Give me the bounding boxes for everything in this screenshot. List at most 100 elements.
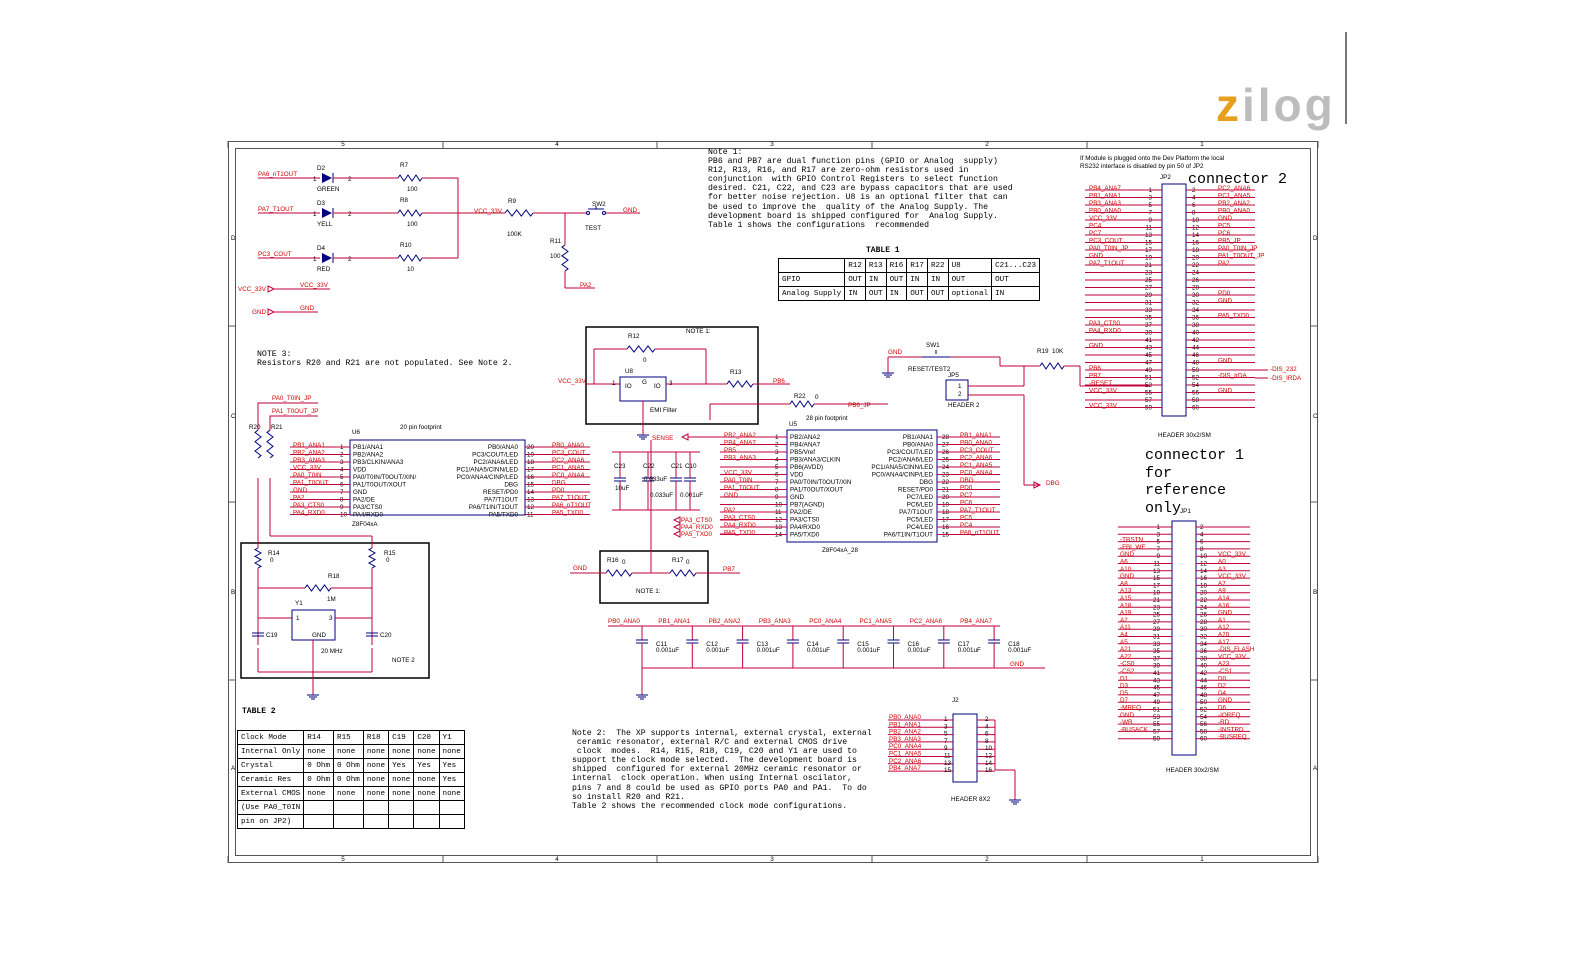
pin-number: 10 bbox=[985, 745, 993, 752]
table-1-header-cell: R17 bbox=[906, 258, 928, 273]
footprint-label: 20 pin footprint bbox=[400, 424, 442, 431]
table-2-cell: Yes bbox=[438, 758, 465, 773]
net-label: -RESET bbox=[1089, 380, 1112, 387]
net-label: PB3_ANA3 bbox=[759, 618, 791, 625]
table-2-cell: none bbox=[362, 772, 390, 787]
net-label: PA2 bbox=[724, 507, 736, 514]
net-label: PC3_COUT bbox=[552, 450, 586, 457]
resistor bbox=[253, 547, 263, 569]
net-label: GND bbox=[1218, 298, 1232, 305]
part-ref: U8 bbox=[625, 368, 634, 375]
pin-number: 3 bbox=[329, 615, 333, 622]
pin-number: 15 bbox=[944, 767, 952, 774]
net-label: PA7_T1OUT bbox=[1089, 260, 1125, 267]
part-ref: C14 bbox=[807, 641, 819, 648]
net-label: PB0_ANA0 bbox=[608, 618, 640, 625]
table-2-cell: Yes bbox=[438, 772, 465, 787]
part-ref: R12 bbox=[628, 333, 640, 340]
table-1-cell: IN bbox=[864, 272, 887, 287]
table-2-cell: none bbox=[362, 744, 390, 759]
part-ref: C22 bbox=[643, 463, 655, 470]
header-j2 bbox=[952, 713, 978, 783]
pin-label: PC1/ANA5/CINN/LED bbox=[871, 464, 933, 471]
part-value: RED bbox=[317, 266, 331, 273]
net-label: PC3_COUT bbox=[258, 251, 292, 258]
net-label: PB7 bbox=[1089, 373, 1101, 380]
net-label: D3 bbox=[1120, 683, 1129, 690]
net-label: PC2_ANA6 bbox=[889, 758, 922, 765]
border-mark: C bbox=[231, 413, 236, 420]
pin-label: PB1/ANA1 bbox=[903, 434, 934, 441]
net-label: -INSTRD bbox=[1218, 726, 1244, 733]
part-ref: C10 bbox=[685, 463, 697, 470]
net-label: PC0_ANA4 bbox=[552, 472, 585, 479]
net-label: PC1_ANA5 bbox=[960, 462, 993, 469]
part-value: 0 bbox=[270, 557, 274, 564]
pin-label: PC3/COUT/LED bbox=[472, 452, 518, 459]
table-2-cell: none bbox=[362, 786, 390, 801]
part-ref: R17 bbox=[672, 557, 684, 564]
net-label: PB3_ANA3 bbox=[889, 736, 921, 743]
net-label: PB3_ANA3 bbox=[724, 455, 756, 462]
arrow-icon bbox=[680, 433, 689, 441]
pin-number: 11 bbox=[944, 753, 951, 760]
net-label: A20 bbox=[1218, 632, 1230, 639]
arrow-icon bbox=[267, 308, 276, 316]
resistor bbox=[726, 380, 754, 388]
pin-number: 4 bbox=[985, 723, 989, 730]
net-label: PB2_ANA2 bbox=[709, 618, 741, 625]
table-2-cell bbox=[388, 814, 415, 829]
net-label: A18 bbox=[1120, 602, 1132, 609]
part-value: 100 bbox=[407, 221, 418, 228]
net-label: PB4_ANA7 bbox=[889, 765, 921, 772]
part-value: Z8F04xA_28 bbox=[822, 547, 859, 554]
resistor bbox=[397, 209, 423, 217]
table-2-cell: Yes bbox=[388, 758, 415, 773]
net-label: GND bbox=[888, 349, 902, 356]
connector-1-label: connector 1 for reference only bbox=[1145, 447, 1245, 517]
pin-label: RESET/PD0 bbox=[483, 489, 518, 496]
resistor bbox=[397, 254, 423, 262]
pin-label: PB4/ANA7 bbox=[790, 442, 821, 449]
net-label: -BUSACK bbox=[1120, 726, 1149, 733]
table-2-row: (Use PA0_T0IN bbox=[236, 800, 465, 815]
pin-number: 1 bbox=[944, 716, 948, 723]
part-value: 0.001uF bbox=[908, 647, 931, 654]
net-label: PA7_T1OUT bbox=[258, 206, 294, 213]
table-1-cell: OUT bbox=[885, 272, 908, 287]
part-ref: C19 bbox=[266, 632, 278, 639]
net-label: PA1_T0OUT bbox=[724, 485, 760, 492]
net-label: -CS2 bbox=[1120, 668, 1135, 675]
net-label: -TRSTN bbox=[1120, 537, 1144, 544]
arrow-icon bbox=[1033, 481, 1042, 489]
pin-number: 2 bbox=[348, 211, 352, 218]
table-1-cell: Analog Supply bbox=[777, 286, 846, 301]
table-1-cell: OUT bbox=[844, 272, 866, 287]
part-ref: C15 bbox=[857, 641, 869, 648]
net-label: PD0 bbox=[960, 485, 973, 492]
part-ref: R11 bbox=[550, 238, 562, 245]
border-mark: 3 bbox=[770, 856, 774, 863]
net-label: A1 bbox=[1218, 617, 1226, 624]
border-mark: B bbox=[1313, 589, 1317, 596]
net-label: GND bbox=[1218, 697, 1232, 704]
pin-label: PB6(AVDD) bbox=[790, 464, 823, 471]
switch-icon bbox=[602, 211, 606, 215]
pin-label: PC3/COUT/LED bbox=[887, 449, 933, 456]
net-label: -RD bbox=[1218, 719, 1230, 726]
pin-label: PC0/ANA4/CINP/LED bbox=[872, 472, 934, 479]
net-label: PD0 bbox=[552, 487, 565, 494]
net-label: PB1_ANA1 bbox=[293, 442, 325, 449]
pin-label: PA2/DE bbox=[353, 497, 375, 504]
pin-label: PB7(AGND) bbox=[790, 502, 824, 509]
net-label: PD0 bbox=[1218, 290, 1231, 297]
net-label: DBG bbox=[552, 480, 566, 487]
border-mark: A bbox=[1313, 765, 1318, 772]
net-label: PB6 bbox=[1089, 365, 1101, 372]
resistor bbox=[304, 584, 332, 592]
net-label: PC4 bbox=[960, 522, 973, 529]
part-ref: U5 bbox=[789, 421, 798, 428]
